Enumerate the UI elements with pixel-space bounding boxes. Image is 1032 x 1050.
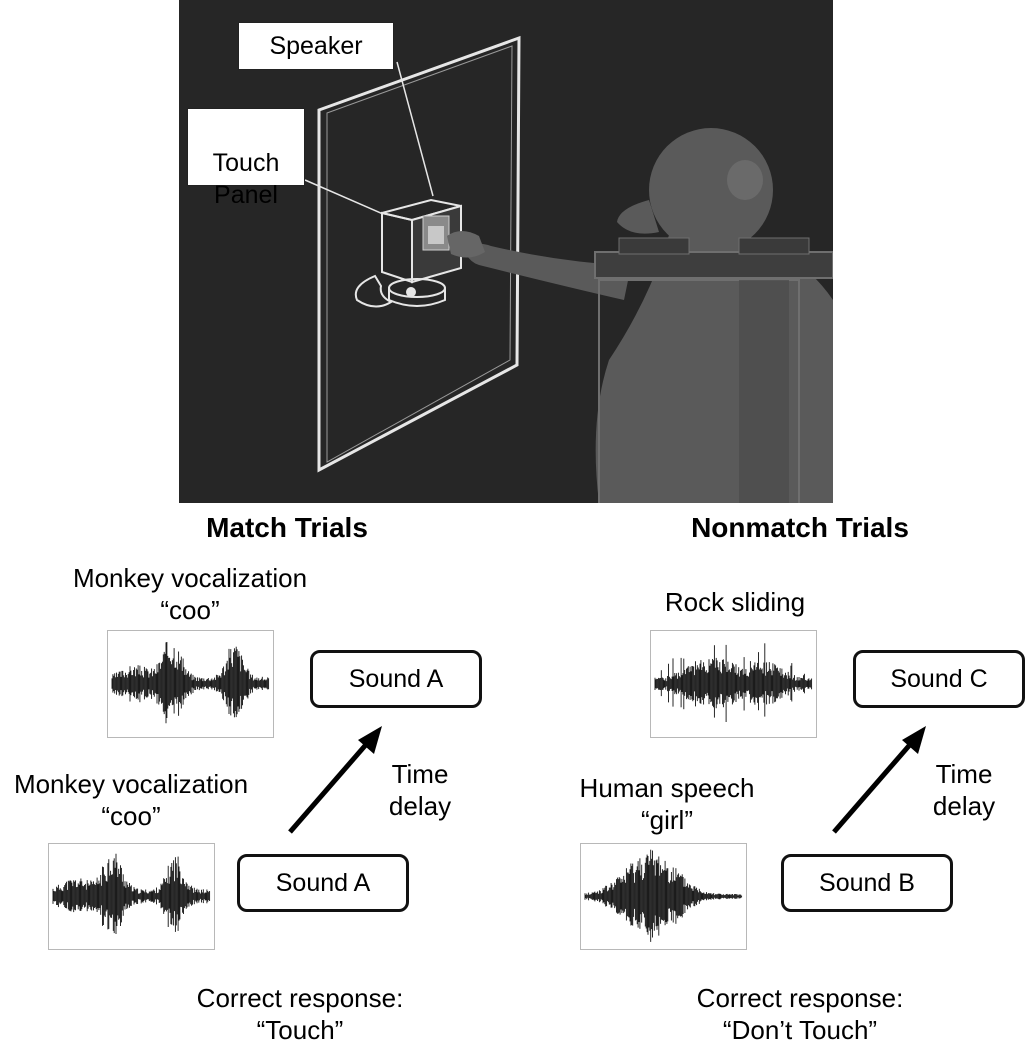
match-sample-waveform <box>48 843 215 950</box>
match-sample-sound-label: Sound A <box>275 868 371 897</box>
nonmatch-delay-line1: Time <box>935 759 993 789</box>
apparatus-illustration: Speaker Touch Panel <box>179 0 833 503</box>
reward-dish <box>354 274 446 308</box>
nonmatch-sample-caption: Human speech “girl” <box>556 772 778 836</box>
nonmatch-test-sound-box: Sound C <box>853 650 1025 708</box>
speaker-leader-line <box>396 61 434 197</box>
match-delay-line2: delay <box>388 791 452 821</box>
match-response-line2: “Touch” <box>256 1015 344 1045</box>
match-delay-line1: Time <box>391 759 449 789</box>
match-correct-response: Correct response: “Touch” <box>150 982 450 1046</box>
match-sample-caption-line1: Monkey vocalization <box>13 769 249 799</box>
match-test-caption-line1: Monkey vocalization <box>72 563 308 593</box>
match-trials-heading: Match Trials <box>206 512 368 543</box>
wall-panel-outline <box>317 35 521 473</box>
nonmatch-trials-heading: Nonmatch Trials <box>691 512 909 543</box>
nonmatch-sample-sound-box: Sound B <box>781 854 953 912</box>
nonmatch-time-delay-arrow <box>830 726 930 836</box>
match-test-caption-line2: “coo” <box>160 595 220 625</box>
nonmatch-response-line2: “Don’t Touch” <box>722 1015 878 1045</box>
touch-panel-label: Touch Panel <box>212 149 280 209</box>
nonmatch-test-waveform <box>650 630 817 738</box>
nonmatch-test-caption: Rock sliding <box>610 586 860 618</box>
nonmatch-test-sound-label: Sound C <box>890 664 988 693</box>
nonmatch-response-line1: Correct response: <box>696 983 904 1013</box>
match-test-caption: Monkey vocalization “coo” <box>40 562 340 626</box>
match-test-sound-label: Sound A <box>348 664 444 693</box>
match-sample-caption-line2: “coo” <box>101 801 161 831</box>
match-time-delay-arrow <box>286 726 386 836</box>
match-time-delay-label: Time delay <box>370 758 470 822</box>
match-test-sound-box: Sound A <box>310 650 482 708</box>
nonmatch-sample-caption-line1: Human speech <box>579 773 755 803</box>
nonmatch-correct-response: Correct response: “Don’t Touch” <box>650 982 950 1046</box>
match-test-waveform <box>107 630 274 738</box>
touch-panel-leader-line <box>304 179 384 215</box>
speaker-label: Speaker <box>269 32 363 60</box>
match-sample-caption: Monkey vocalization “coo” <box>0 768 262 832</box>
nonmatch-sample-caption-line2: “girl” <box>641 805 693 835</box>
touch-panel-callout: Touch Panel <box>187 108 305 209</box>
speaker-callout: Speaker <box>238 22 394 70</box>
nonmatch-sample-waveform <box>580 843 747 950</box>
match-sample-sound-box: Sound A <box>237 854 409 912</box>
nonmatch-test-caption-line1: Rock sliding <box>664 587 806 617</box>
primate-chair <box>594 237 833 503</box>
touch-panel-box <box>381 198 462 284</box>
nonmatch-sample-sound-label: Sound B <box>819 868 915 897</box>
nonmatch-time-delay-label: Time delay <box>914 758 1014 822</box>
match-response-line1: Correct response: <box>196 983 404 1013</box>
nonmatch-delay-line2: delay <box>932 791 996 821</box>
